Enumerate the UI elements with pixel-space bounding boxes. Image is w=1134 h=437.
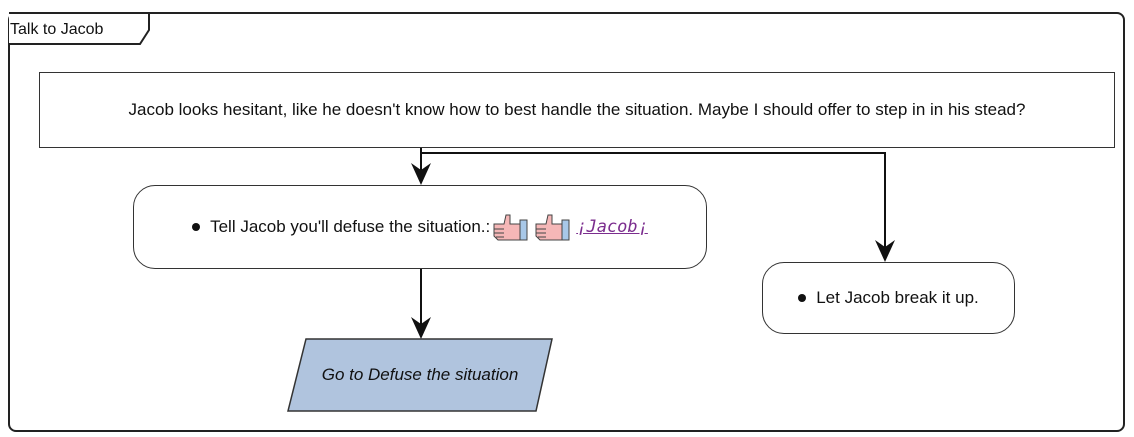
jacob-link[interactable]: ¡Jacob¡ [576,217,648,237]
choice-defuse[interactable]: Tell Jacob you'll defuse the situation.:… [133,185,707,269]
diagram-frame [8,12,1125,432]
choice-let-jacob[interactable]: Let Jacob break it up. [762,262,1015,334]
bullet-icon [192,223,201,231]
arrowhead [411,163,431,185]
bullet-icon [798,294,807,302]
arrowhead [875,240,895,262]
goto-node[interactable]: Go to Defuse the situation [288,339,552,411]
choice-let-jacob-label: Let Jacob break it up. [816,288,979,307]
thumbs-up-icon [493,214,528,241]
frame-title: Talk to Jacob [10,21,104,38]
prompt-text: Jacob looks hesitant, like he doesn't kn… [128,100,1026,119]
thumbs-up-icon [535,214,570,241]
prompt-box: Jacob looks hesitant, like he doesn't kn… [39,72,1115,148]
arrowhead [411,317,431,339]
connector-prompt-to-choice2 [421,152,886,255]
goto-label: Go to Defuse the situation [321,365,519,384]
choice-defuse-label: Tell Jacob you'll defuse the situation.: [210,217,491,236]
frame-title-tab [9,12,150,45]
goto-parallelogram [287,338,553,412]
